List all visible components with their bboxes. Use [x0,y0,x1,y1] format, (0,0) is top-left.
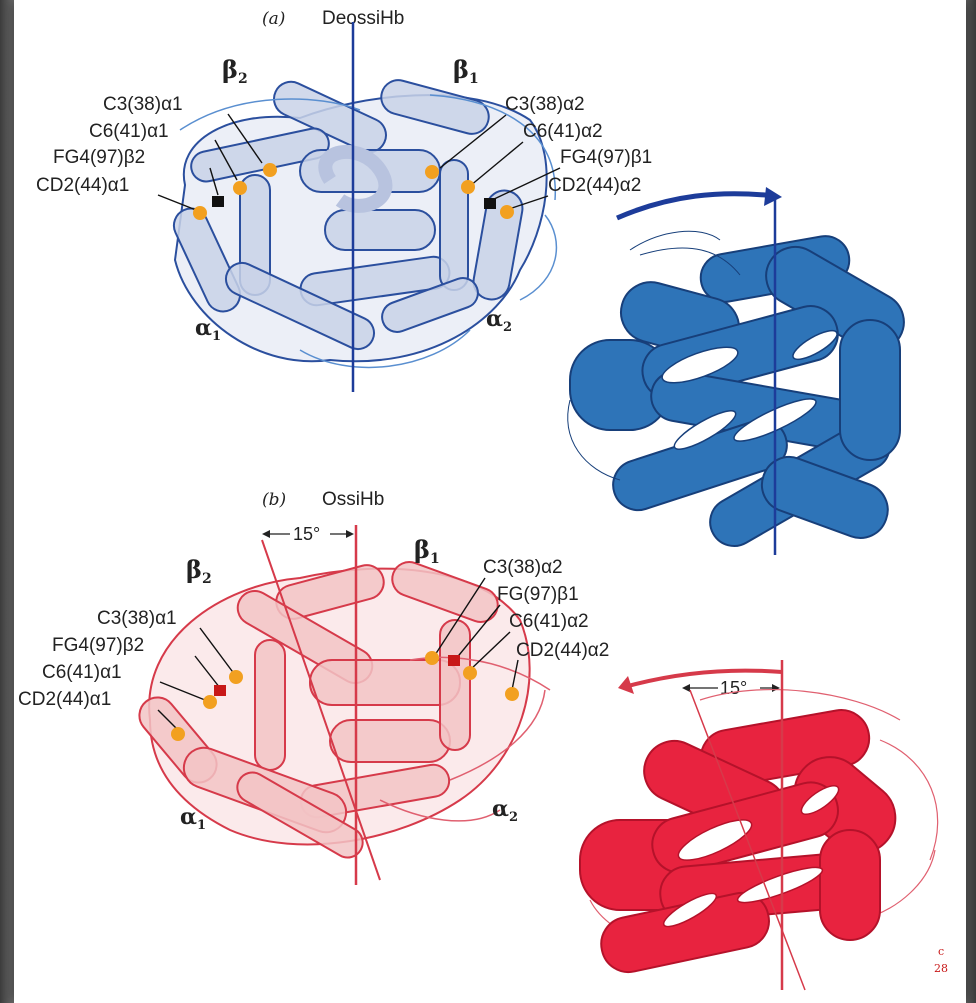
panel-b-label-c6-a1: C6(41)α1 [42,662,122,683]
panel-b-label-cd2-a1: CD2(44)α1 [18,689,111,710]
signature-mark: c [938,945,944,958]
panel-b-beta1: β1 [414,535,440,567]
panel-a-letter: (a) [262,9,285,29]
panel-a-label-cd2-a1: CD2(44)α1 [36,175,129,196]
panel-a-label-cd2-a2: CD2(44)α2 [548,175,641,196]
panel-b-label-c6-a2: C6(41)α2 [509,611,589,632]
panel-a-label-fg4-b2: FG4(97)β2 [53,147,145,168]
panel-b: (b) OssiHb [18,489,948,990]
panel-a-beta2: β2 [222,55,248,87]
panel-a-alpha2: α2 [486,306,512,335]
panel-b-label-fg-b1: FG(97)β1 [497,584,579,605]
panel-b-angle-marker: 15° [262,524,354,544]
panel-a-title: DeossiHb [322,8,404,29]
panel-b-label-cd2-a2: CD2(44)α2 [516,640,609,661]
panel-a-label-fg4-b1: FG4(97)β1 [560,147,652,168]
panel-a-label-c6-a1: C6(41)α1 [89,121,169,142]
panel-b-label-fg4-b2: FG4(97)β2 [52,635,144,656]
signature-mark-2: 28 [934,962,948,975]
panel-b-3d-model: 15° [580,660,948,990]
panel-b-label-c3-a1: C3(38)α1 [97,608,177,629]
panel-a-label-c3-a2: C3(38)α2 [505,94,585,115]
panel-b-label-c3-a2: C3(38)α2 [483,557,563,578]
panel-b-beta2: β2 [186,555,212,587]
panel-a-beta1: β1 [453,55,479,87]
panel-a-label-c3-a1: C3(38)α1 [103,94,183,115]
panel-b-title: OssiHb [322,489,384,510]
panel-a-label-c6-a2: C6(41)α2 [523,121,603,142]
panel-b-alpha2: α2 [492,796,518,825]
panel-a-3d-model [568,187,915,555]
panel-a: (a) DeossiHb β2 [36,8,914,555]
panel-b-model-angle: 15° [720,678,747,698]
panel-b-letter: (b) [262,490,286,510]
panel-b-angle-label: 15° [293,524,320,544]
